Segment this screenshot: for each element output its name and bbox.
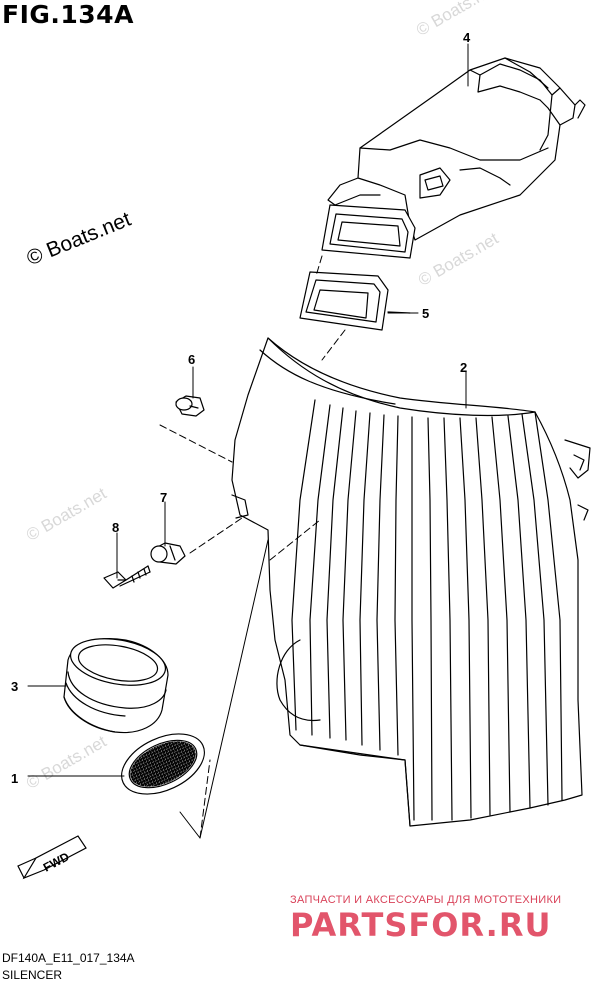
duct-seal-part [299,271,411,331]
ad-tagline: ЗАПЧАСТИ И АКСЕССУАРЫ ДЛЯ МОТОТЕХНИКИ [290,894,562,906]
assembly-lines [159,255,346,839]
callout-4: 4 [463,30,471,45]
figure-name: SILENCER [2,968,63,982]
figure-title: FIG.134A [2,0,134,29]
callout-numbers: 1 2 3 4 5 6 7 8 [11,30,471,786]
callout-3: 3 [11,679,18,694]
intake-seal-ring-part [63,638,169,734]
figure-code: DF140A_E11_017_134A [2,951,135,965]
callout-1: 1 [11,771,18,786]
callout-2: 2 [460,360,467,375]
cushion-part [150,542,186,565]
ad-logo: PARTSFOR.RU [290,906,552,944]
silencer-case-part [231,337,591,827]
leader-lines [27,43,469,839]
fwd-arrow: FWD [17,835,87,880]
bolt-part [103,565,151,589]
intake-duct-part [321,57,586,259]
callout-7: 7 [160,490,167,505]
grommet-part [175,395,205,417]
callout-6: 6 [188,352,195,367]
callout-5: 5 [422,306,429,321]
callout-8: 8 [112,520,119,535]
